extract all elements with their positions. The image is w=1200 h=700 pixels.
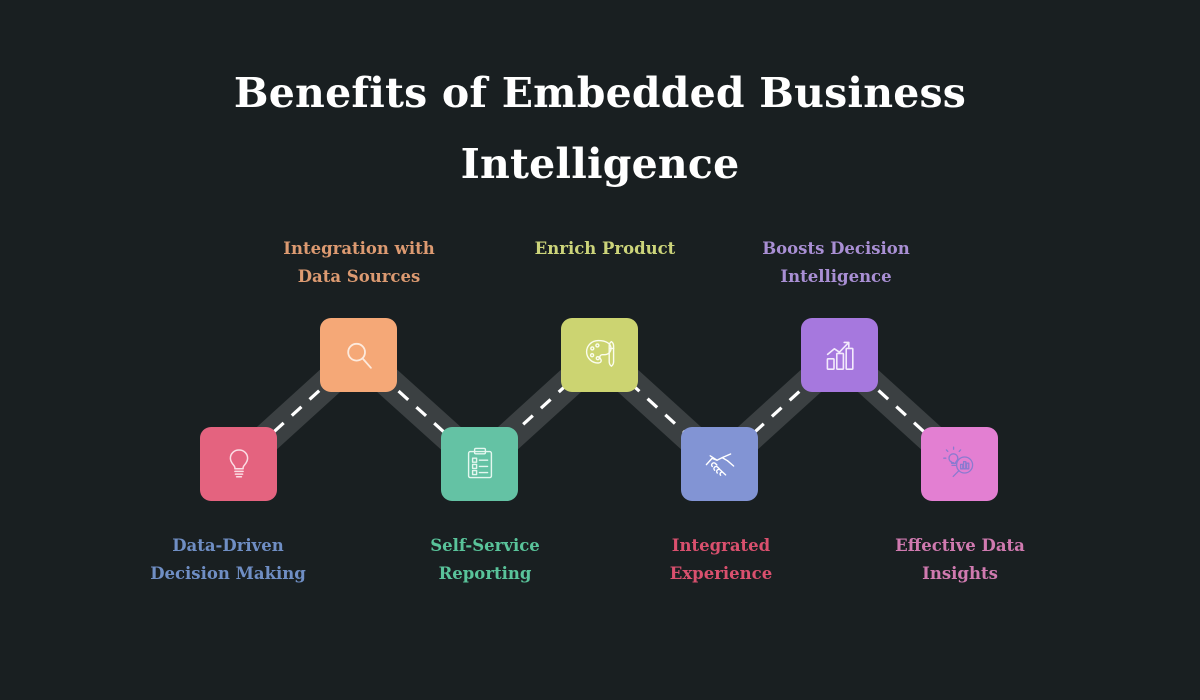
page-title-line-2: Intelligence <box>460 139 740 188</box>
node-caption-integrated-experience: Integrated Experience <box>669 536 773 584</box>
node-tile-data-driven-decision-making[interactable] <box>200 427 277 501</box>
node-caption-data-driven-decision-making: Data-Driven Decision Making <box>150 536 306 584</box>
node-caption-effective-data-insights: Effective Data Insights <box>895 536 1025 584</box>
page-title: Benefits of Embedded Business Intelligen… <box>0 58 1200 199</box>
clipboard-checklist-icon <box>460 444 500 484</box>
bar-chart-growth-icon <box>820 335 860 375</box>
lightbulb-icon <box>219 444 259 484</box>
node-caption-integration-with-data-sources: Integration with Data Sources <box>283 239 435 287</box>
insight-analysis-icon <box>940 444 980 484</box>
node-tile-integration-with-data-sources[interactable] <box>320 318 397 392</box>
page-title-line-1: Benefits of Embedded Business <box>233 69 967 117</box>
node-caption-enrich-product: Enrich Product <box>534 239 676 258</box>
node-tile-enrich-product[interactable] <box>561 318 638 392</box>
node-caption-boosts-decision-intelligence: Boosts Decision Intelligence <box>762 239 910 287</box>
node-tile-integrated-experience[interactable] <box>681 427 758 501</box>
node-tile-boosts-decision-intelligence[interactable] <box>801 318 878 392</box>
node-caption-self-service-reporting: Self-Service Reporting <box>430 536 540 584</box>
handshake-icon <box>700 444 740 484</box>
node-tile-self-service-reporting[interactable] <box>441 427 518 501</box>
node-tile-effective-data-insights[interactable] <box>921 427 998 501</box>
palette-brush-icon <box>580 335 620 375</box>
magnifier-icon <box>339 335 379 375</box>
